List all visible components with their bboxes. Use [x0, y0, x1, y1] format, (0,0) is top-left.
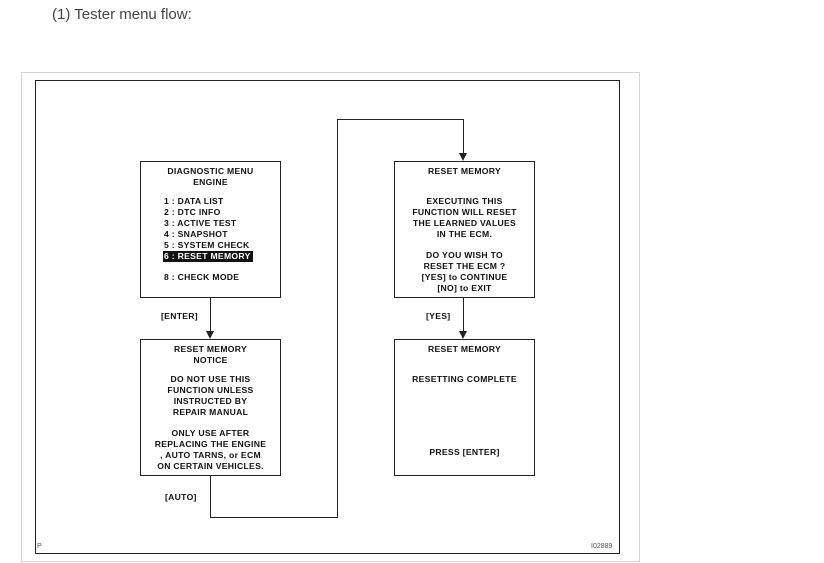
- figure-code-left: P: [37, 543, 42, 550]
- connector-line-auto-bottom: [210, 517, 338, 518]
- complete-title: RESET MEMORY: [428, 344, 501, 354]
- reset-memory-notice-screen: RESET MEMORY NOTICE DO NOT USE THIS FUNC…: [140, 339, 281, 476]
- complete-status: RESETTING COMPLETE: [412, 374, 517, 384]
- confirm-text-line: RESET THE ECM ?: [423, 261, 506, 271]
- connector-line-auto-into-confirm: [463, 119, 464, 154]
- connector-line-yes: [463, 298, 464, 332]
- connector-label-enter: [ENTER]: [161, 311, 198, 321]
- figure-caption: (1) Tester menu flow:: [52, 6, 192, 23]
- connector-line-auto-up: [337, 119, 338, 518]
- notice-text-line: DO NOT USE THIS: [170, 374, 251, 384]
- connector-label-auto: [AUTO]: [165, 492, 197, 502]
- confirm-text-line: DO YOU WISH TO: [426, 250, 503, 260]
- notice-text-line: REPLACING THE ENGINE: [154, 439, 267, 449]
- notice-text-line: REPAIR MANUAL: [172, 407, 249, 417]
- confirm-text-line: [NO] to EXIT: [437, 283, 492, 293]
- confirm-text-line: FUNCTION WILL RESET: [412, 207, 517, 217]
- diagram-border: [35, 80, 620, 554]
- diagnostic-menu-screen: DIAGNOSTIC MENU ENGINE 1 : DATA LIST 2 :…: [140, 161, 281, 298]
- confirm-title: RESET MEMORY: [428, 166, 501, 176]
- notice-text-line: ONLY USE AFTER: [171, 428, 250, 438]
- connector-label-yes: [YES]: [426, 311, 451, 321]
- reset-complete-screen: RESET MEMORY RESETTING COMPLETE PRESS [E…: [394, 339, 535, 476]
- notice-subtitle: NOTICE: [193, 355, 228, 365]
- menu-item-check-mode: 8 : CHECK MODE: [164, 272, 240, 282]
- diagnostic-menu-title: DIAGNOSTIC MENU: [167, 166, 254, 176]
- connector-line-enter: [210, 298, 211, 332]
- menu-item-active-test: 3 : ACTIVE TEST: [164, 218, 237, 228]
- connector-line-auto-top: [337, 119, 464, 120]
- menu-item-dtc-info: 2 : DTC INFO: [164, 207, 221, 217]
- notice-title: RESET MEMORY: [174, 344, 247, 354]
- menu-item-reset-memory-selected: 6 : RESET MEMORY: [163, 251, 253, 262]
- menu-item-system-check: 5 : SYSTEM CHECK: [164, 240, 250, 250]
- diagnostic-menu-subtitle: ENGINE: [193, 177, 228, 187]
- menu-item-snapshot: 4 : SNAPSHOT: [164, 229, 228, 239]
- confirm-text-line: THE LEARNED VALUES: [412, 218, 517, 228]
- confirm-text-line: [YES] to CONTINUE: [421, 272, 508, 282]
- connector-line-auto-down: [210, 476, 211, 518]
- connector-arrowhead-enter: [206, 331, 214, 339]
- connector-arrowhead-auto: [459, 153, 467, 161]
- reset-memory-confirm-screen: RESET MEMORY EXECUTING THIS FUNCTION WIL…: [394, 161, 535, 298]
- notice-text-line: , AUTO TARNS, or ECM: [160, 450, 261, 460]
- confirm-text-line: IN THE ECM.: [436, 229, 493, 239]
- confirm-text-line: EXECUTING THIS: [426, 196, 503, 206]
- complete-prompt: PRESS [ENTER]: [429, 447, 500, 457]
- notice-text-line: FUNCTION UNLESS: [167, 385, 254, 395]
- notice-text-line: INSTRUCTED BY: [173, 396, 248, 406]
- notice-text-line: ON CERTAIN VEHICLES.: [157, 461, 264, 471]
- diagnostic-menu-list: 1 : DATA LIST 2 : DTC INFO 3 : ACTIVE TE…: [141, 196, 280, 283]
- connector-arrowhead-yes: [459, 331, 467, 339]
- figure-code-right: I02889: [591, 543, 613, 550]
- menu-item-data-list: 1 : DATA LIST: [164, 196, 224, 206]
